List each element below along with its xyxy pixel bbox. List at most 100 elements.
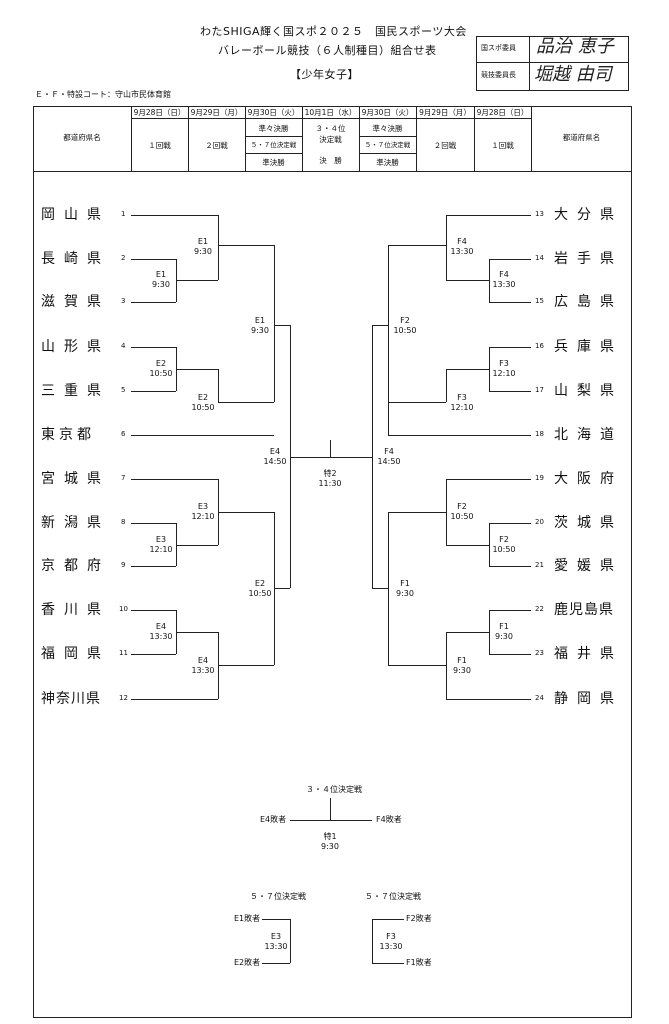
- qf-right-b: ５・７位決定戦: [364, 141, 411, 149]
- fifth-right-title: ５・７位決定戦: [365, 892, 421, 901]
- date-col-2: 9月29日（月）: [190, 108, 243, 117]
- left-num-6: 6: [121, 430, 126, 438]
- round2-right: ２回戦: [433, 141, 457, 150]
- qf-left-b: ５・７位決定戦: [250, 141, 297, 149]
- left-team-5: 三重県: [41, 383, 110, 399]
- date-col-4: 10月1日（水）: [304, 108, 357, 117]
- fifth-left-top: E1敗者: [234, 914, 261, 923]
- right-team-22: 鹿児島県: [554, 602, 614, 618]
- pref-header-left: 都道府県名: [63, 133, 101, 142]
- right-team-17: 山梨県: [554, 383, 623, 399]
- left-team-2: 長崎県: [41, 251, 110, 267]
- right-num-18: 18: [535, 430, 544, 438]
- left-num-12: 12: [119, 694, 128, 702]
- right-num-15: 15: [535, 297, 544, 305]
- right-team-19: 大阪府: [554, 471, 623, 487]
- sf-right: 準決勝: [376, 158, 399, 167]
- left-num-10: 10: [119, 605, 128, 613]
- left-team-10: 香川県: [41, 602, 110, 618]
- fifth-right-bottom: F1敗者: [406, 958, 432, 967]
- third-place-left: E4敗者: [260, 815, 287, 824]
- sf-left: 準決勝: [262, 158, 285, 167]
- date-col-5: 9月30日（火）: [361, 108, 414, 117]
- left-num-8: 8: [121, 518, 126, 526]
- left-num-5: 5: [121, 386, 126, 394]
- official-role-1: 国スポ委員: [481, 44, 516, 52]
- left-num-2: 2: [121, 254, 126, 262]
- qf-right-a: 準々決勝: [372, 124, 403, 133]
- date-col-7: 9月28日（日）: [476, 108, 529, 117]
- right-num-16: 16: [535, 342, 544, 350]
- left-num-3: 3: [121, 297, 126, 305]
- title-line-1: わたSHIGA輝く国スポ２０２５ 国民スポーツ大会: [200, 25, 467, 38]
- round1-left: １回戦: [148, 141, 171, 150]
- round1-right: １回戦: [491, 141, 514, 150]
- right-num-22: 22: [535, 605, 544, 613]
- third-col-b: 決定戦: [319, 135, 342, 144]
- left-team-8: 新潟県: [41, 515, 110, 531]
- right-num-13: 13: [535, 210, 544, 218]
- pref-header-right: 都道府県名: [562, 133, 601, 142]
- third-col-a: ３・４位: [315, 124, 346, 133]
- left-team-3: 滋賀県: [41, 294, 110, 310]
- left-team-6: 東京都: [41, 427, 95, 443]
- right-num-21: 21: [535, 561, 544, 569]
- right-num-19: 19: [535, 474, 544, 482]
- right-team-13: 大分県: [554, 207, 623, 223]
- right-team-21: 愛媛県: [554, 558, 623, 574]
- left-team-9: 京都府: [41, 558, 110, 574]
- right-team-15: 広島県: [554, 294, 623, 310]
- date-col-3: 9月30日（火）: [247, 108, 300, 117]
- right-num-23: 23: [535, 649, 544, 657]
- bracket-frame: [33, 106, 632, 1018]
- third-place-title: ３・４位決定戦: [306, 785, 362, 794]
- title-line-2: バレーボール競技（６人制種目）組合せ表: [218, 44, 437, 57]
- third-place-right: F4敗者: [376, 815, 402, 824]
- qf-left-a: 準々決勝: [258, 124, 289, 133]
- left-num-4: 4: [121, 342, 126, 350]
- left-team-12: 神奈川県: [41, 691, 101, 707]
- left-team-4: 山形県: [41, 339, 110, 355]
- category-label: 【少年女子】: [290, 68, 359, 81]
- left-team-11: 福岡県: [41, 646, 110, 662]
- left-num-11: 11: [119, 649, 128, 657]
- left-team-1: 岡山県: [41, 207, 110, 223]
- official-signature-2: 堀越 由司: [534, 64, 612, 85]
- right-num-24: 24: [535, 694, 544, 702]
- right-team-23: 福井県: [554, 646, 623, 662]
- right-team-18: 北海道: [554, 427, 623, 443]
- right-team-16: 兵庫県: [554, 339, 623, 355]
- left-team-7: 宮城県: [41, 471, 110, 487]
- right-team-20: 茨城県: [554, 515, 623, 531]
- date-col-6: 9月29日（月）: [419, 108, 471, 117]
- fifth-left-bottom: E2敗者: [234, 958, 261, 967]
- left-num-7: 7: [121, 474, 126, 482]
- left-num-9: 9: [121, 561, 126, 569]
- left-num-1: 1: [121, 210, 126, 218]
- official-role-2: 競技委員長: [481, 71, 516, 79]
- date-col-1: 9月28日（日）: [133, 108, 186, 117]
- right-num-14: 14: [535, 254, 544, 262]
- right-num-17: 17: [535, 386, 544, 394]
